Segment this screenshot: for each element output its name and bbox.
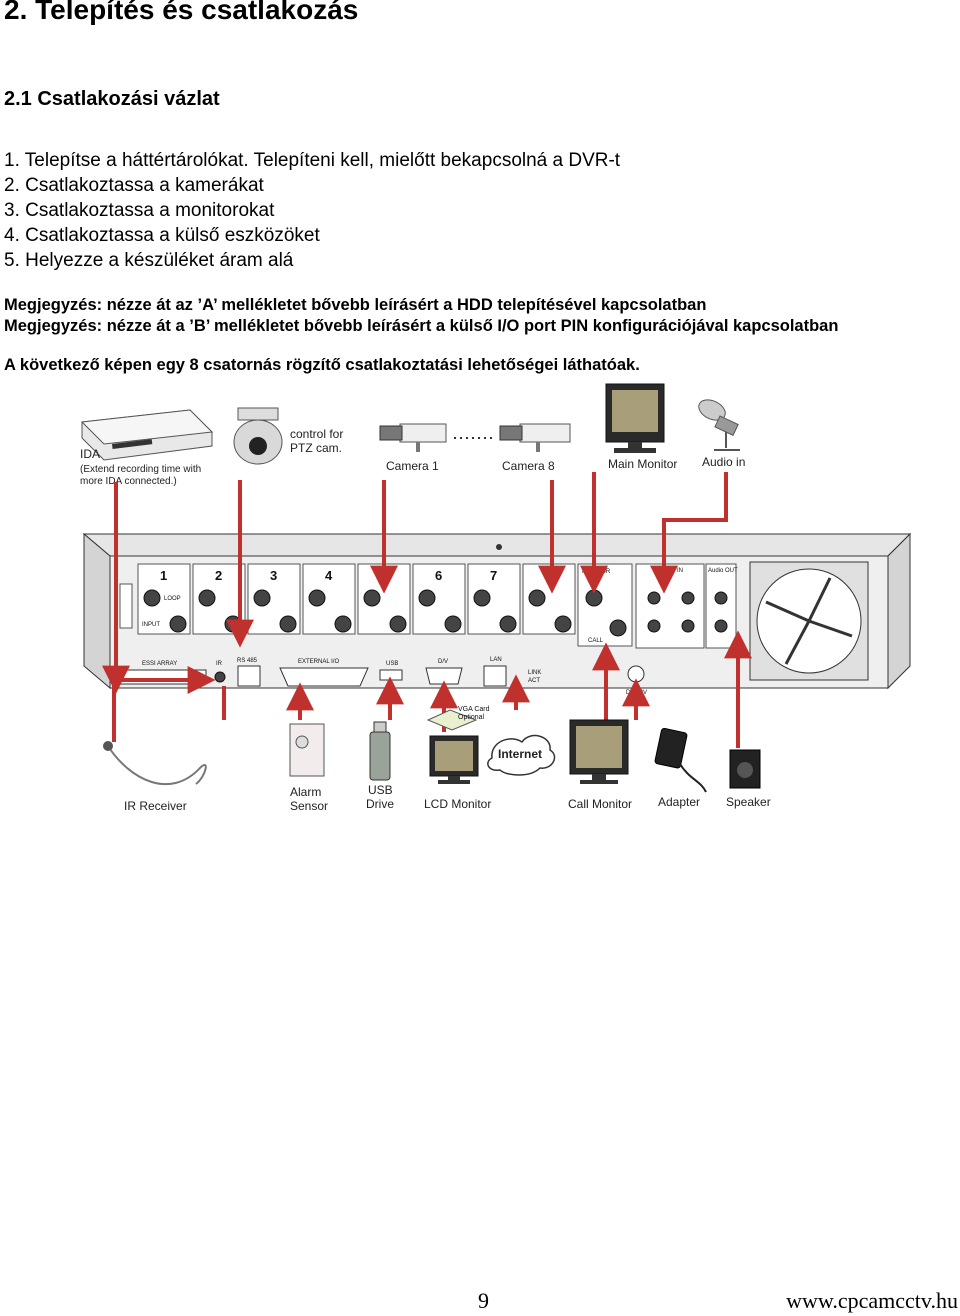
dc-port [627, 665, 645, 683]
connection-diagram: IDA (Extend recording time with more IDA… [80, 383, 912, 813]
fan-icon [749, 561, 869, 681]
call-monitor: Call Monitor [568, 719, 632, 811]
ida-desc: (Extend recording time with [80, 464, 201, 475]
alarm-label: Sensor [290, 799, 328, 813]
main-monitor-label: Main Monitor [608, 457, 677, 471]
installation-steps: 1. Telepítse a háttértárolókat. Telepíte… [4, 148, 620, 273]
lan-port [483, 665, 507, 687]
usb-drive: USB Drive [366, 721, 394, 811]
rs485-label: RS 485 [237, 658, 258, 664]
dvr-rear-panel: 1 2 3 4 5 6 7 8 LOOP INPUT MONITOR CALL … [82, 532, 912, 696]
ir-receiver: IR Receiver [103, 741, 207, 813]
page-number: 9 [478, 1288, 489, 1313]
adapter-label: Adapter [658, 795, 700, 809]
note-hdd: Megjegyzés: nézze át az ’A’ mellékletet … [4, 296, 707, 314]
channel-number: 2 [215, 568, 222, 583]
esata-label: ESSI ARRAY [142, 661, 177, 667]
input-label: INPUT [142, 622, 160, 628]
vga-card: VGA Card Optional [426, 706, 490, 731]
camera-1: Camera 1 [379, 423, 447, 473]
ida-label: IDA [80, 447, 100, 461]
channel-number: 3 [270, 568, 277, 583]
usb-label: USB [386, 661, 398, 667]
ir-label: IR [216, 661, 223, 667]
camera-1-label: Camera 1 [386, 459, 439, 473]
usb-drive-label: USB [368, 783, 393, 797]
lan-label: LAN [490, 657, 502, 663]
note-io: Megjegyzés: nézze át a ’B’ mellékletet b… [4, 317, 839, 335]
step-item: 3. Csatlakoztassa a monitorokat [4, 200, 275, 221]
connection-arrows [102, 472, 752, 748]
ptz-label: PTZ cam. [290, 441, 342, 455]
lcd-monitor-label: LCD Monitor [424, 797, 491, 811]
subsection-title: 2.1 Csatlakozási vázlat [4, 88, 220, 110]
call-monitor-label: Call Monitor [568, 797, 632, 811]
internet-cloud: Internet [487, 734, 556, 776]
audio-in-mic: Audio in [698, 399, 745, 469]
call-label: CALL [588, 638, 604, 644]
audio-out-port-label: Audio OUT [708, 568, 738, 574]
ir-receiver-label: IR Receiver [124, 799, 187, 813]
usb-drive-label: Drive [366, 797, 394, 811]
ptz-camera: control for PTZ cam. [233, 407, 343, 465]
ptz-label: control for [290, 427, 343, 441]
main-monitor: Main Monitor [605, 383, 677, 471]
step-item: 4. Csatlakoztassa a külső eszközöket [4, 225, 320, 246]
ida-device: IDA (Extend recording time with more IDA… [80, 409, 214, 487]
channel-number: 7 [490, 568, 497, 583]
channel-number: 4 [325, 568, 333, 583]
vga-card-label: VGA Card [458, 706, 490, 713]
diagram-caption: A következő képen egy 8 csatornás rögzít… [4, 356, 640, 374]
speaker: Speaker [726, 749, 771, 809]
alarm-label: Alarm [290, 785, 321, 799]
speaker-label: Speaker [726, 795, 771, 809]
lcd-monitor: LCD Monitor [424, 735, 491, 811]
vga-card-label: Optional [458, 714, 485, 721]
usb-port [379, 669, 403, 681]
ida-desc: more IDA connected.) [80, 476, 177, 487]
section-title: 2. Telepítés és csatlakozás [4, 0, 359, 25]
power-adapter: Adapter [654, 727, 707, 809]
step-item: 2. Csatlakoztassa a kamerákat [4, 175, 264, 196]
camera-8-label: Camera 8 [502, 459, 555, 473]
monitor-label: MONITOR [582, 569, 611, 575]
ir-port [214, 671, 226, 683]
website-url: www.cpcamcctv.hu [786, 1288, 958, 1313]
dsub-label: D/V [438, 659, 448, 665]
rs485-port [237, 665, 261, 687]
external-io-port [279, 667, 369, 687]
channel-number: 6 [435, 568, 442, 583]
vga-port [425, 667, 463, 685]
link-label: LINK [528, 670, 541, 676]
audio-in-label: Audio in [702, 455, 745, 469]
act-label: ACT [528, 678, 540, 684]
camera-8: Camera 8 [499, 423, 571, 473]
loop-label: LOOP [164, 596, 181, 602]
channel-number: 1 [160, 568, 167, 583]
step-item: 1. Telepítse a háttértárolókat. Telepíte… [4, 150, 621, 171]
step-item: 5. Helyezze a készüléket áram alá [4, 250, 294, 271]
external-io-label: EXTERNAL I/O [298, 659, 339, 665]
alarm-sensor: Alarm Sensor [289, 723, 328, 813]
internet-label: Internet [498, 747, 542, 761]
